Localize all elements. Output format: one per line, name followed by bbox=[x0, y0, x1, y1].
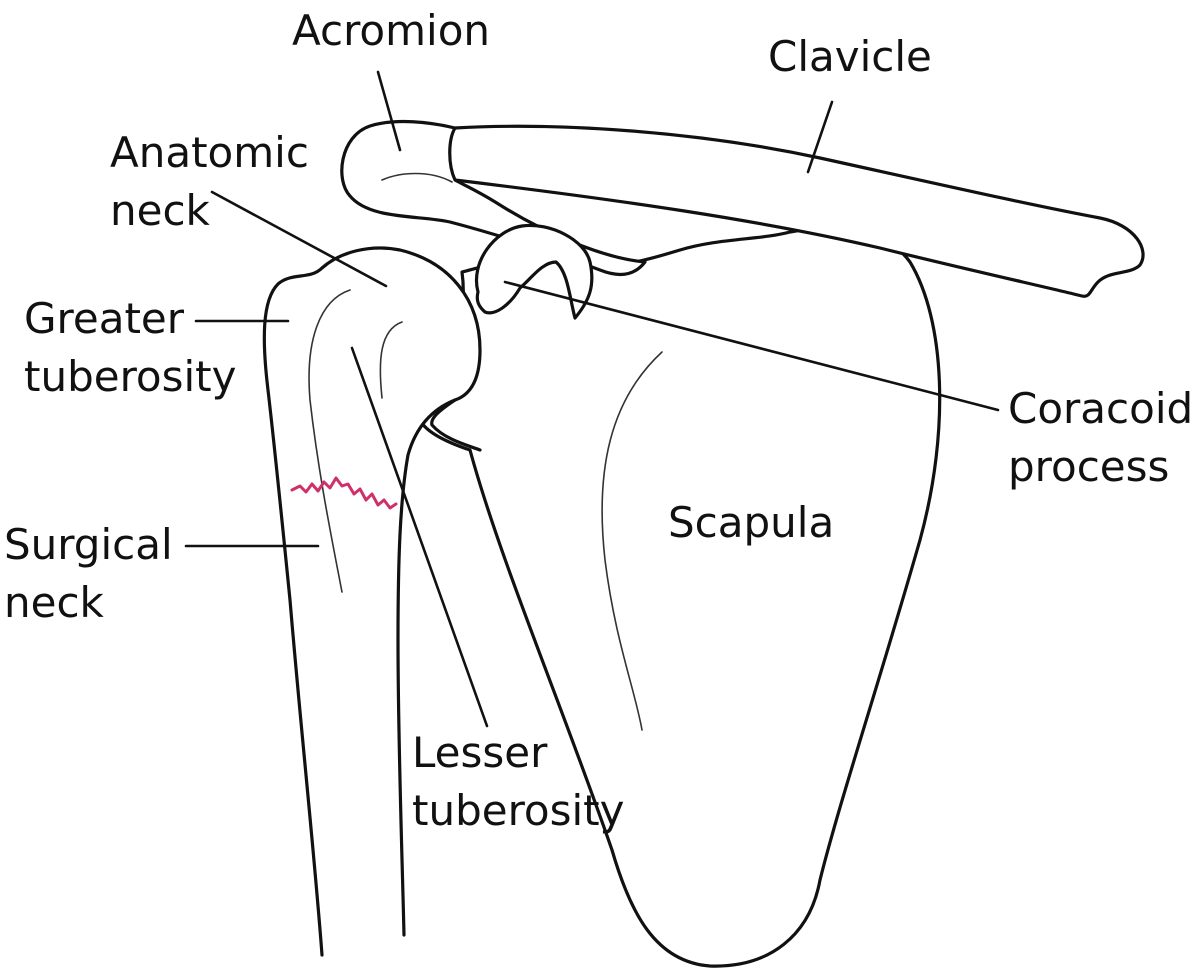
humerus-contour-outer bbox=[308, 289, 351, 593]
humerus-head-seam bbox=[430, 398, 482, 452]
surgical-neck-fracture-line bbox=[290, 476, 398, 510]
acromion-inner-contour bbox=[381, 172, 453, 183]
scapula-outline bbox=[418, 226, 942, 968]
clavicle-label: Clavicle bbox=[768, 32, 932, 81]
anatomic-neck-label: Anatomic neck bbox=[110, 128, 309, 235]
anatomic-neck-leader bbox=[210, 190, 388, 288]
lesser-tuberosity-label: Lesser tuberosity bbox=[412, 728, 625, 835]
lesser-tuberosity-leader bbox=[350, 346, 489, 728]
coracoid-process-leader bbox=[503, 280, 1000, 412]
clavicle-leader bbox=[806, 100, 834, 174]
humerus-outline bbox=[262, 246, 482, 957]
acromion-leader bbox=[376, 70, 402, 152]
clavicle-outline bbox=[445, 124, 1145, 298]
coracoid-process-label: Coracoid process bbox=[1008, 384, 1194, 491]
coracoid-process-outline bbox=[474, 223, 594, 320]
humerus-contour-inner bbox=[379, 321, 403, 399]
acromion-label: Acromion bbox=[292, 6, 491, 55]
greater-tuberosity-label: Greater tuberosity bbox=[24, 294, 237, 401]
scapula-spine-contour bbox=[601, 351, 663, 731]
surgical-neck-label: Surgical neck bbox=[4, 520, 173, 627]
scapula-label: Scapula bbox=[668, 498, 835, 547]
